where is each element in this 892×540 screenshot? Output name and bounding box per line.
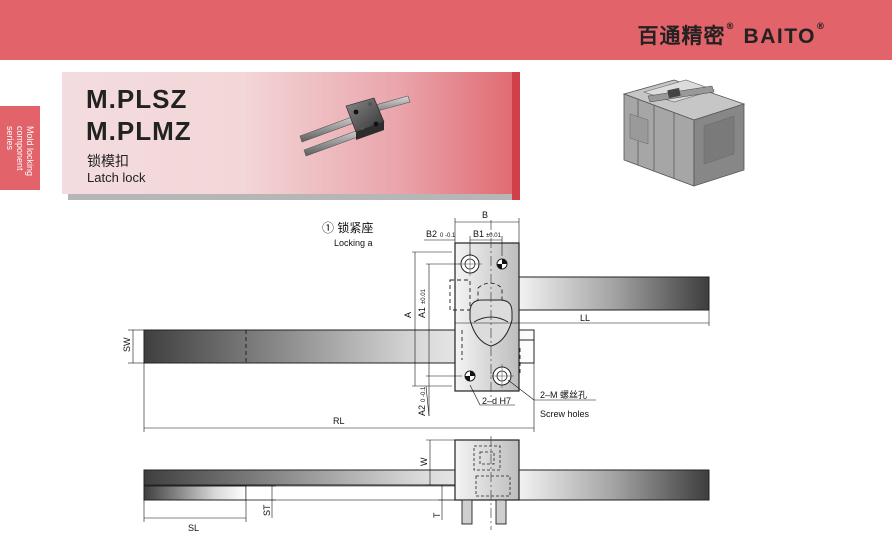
callout-screw-holes-cn: 2–M 螺丝孔: [540, 389, 587, 400]
dim-sw: SW: [122, 337, 132, 352]
header-bar: [0, 0, 892, 60]
product-photo: [299, 95, 411, 157]
dim-b1: B1: [473, 229, 484, 239]
side-right-rail: [518, 469, 710, 501]
product-banner: [62, 72, 514, 194]
model-code-1: M.PLSZ: [86, 84, 188, 114]
banner-tab: [512, 72, 520, 200]
technical-drawing: ① 锁紧座 Locking a: [122, 210, 710, 533]
registered-mark-en: ®: [816, 22, 826, 32]
brand-en: BAITO: [743, 25, 816, 48]
dim-b: B: [482, 210, 488, 220]
product-name-cn: 锁模扣: [87, 154, 129, 170]
side-tab-label: Mold locking component series: [5, 126, 35, 177]
part-label-cn: ① 锁紧座: [322, 220, 373, 235]
dim-sl: SL: [188, 523, 199, 533]
mold-photo: [622, 79, 746, 187]
screw-hole-top-right: [496, 258, 508, 270]
dowel-hole-bottom-right: [490, 364, 514, 388]
brand-logo: 百通精密®BAITO®: [638, 20, 826, 50]
callout-dowel-holes: 2–d H7: [482, 396, 511, 406]
brand-cn: 百通精密: [637, 24, 726, 48]
dim-w: W: [419, 457, 429, 466]
dim-ll: LL: [580, 313, 590, 323]
callout-screw-holes-en: Screw holes: [540, 409, 590, 419]
dim-st: ST: [262, 504, 272, 516]
right-rail: [518, 276, 710, 311]
side-tab: [0, 106, 40, 190]
model-code-2: M.PLMZ: [86, 116, 192, 146]
dim-a2-tol: 0 -0.1: [421, 386, 427, 402]
dim-t: T: [432, 512, 442, 518]
dowel-hole-top-left: [458, 252, 482, 276]
dim-a1: A1: [417, 307, 427, 318]
side-left-step: [143, 485, 247, 501]
dim-b2-tol: 0 -0.1: [440, 233, 456, 239]
dim-b1-tol: ±0.01: [486, 233, 502, 239]
dim-a: A: [403, 312, 413, 318]
screw-hole-bottom-left: [464, 370, 476, 382]
registered-mark-cn: ®: [725, 22, 736, 32]
part-label-en: Locking a: [334, 238, 373, 248]
dim-rl: RL: [333, 416, 345, 426]
dim-a2: A2: [417, 405, 427, 416]
dim-b2: B2: [426, 229, 437, 239]
dim-a1-tol: ±0.01: [421, 288, 427, 304]
product-name-en: Latch lock: [87, 170, 146, 185]
